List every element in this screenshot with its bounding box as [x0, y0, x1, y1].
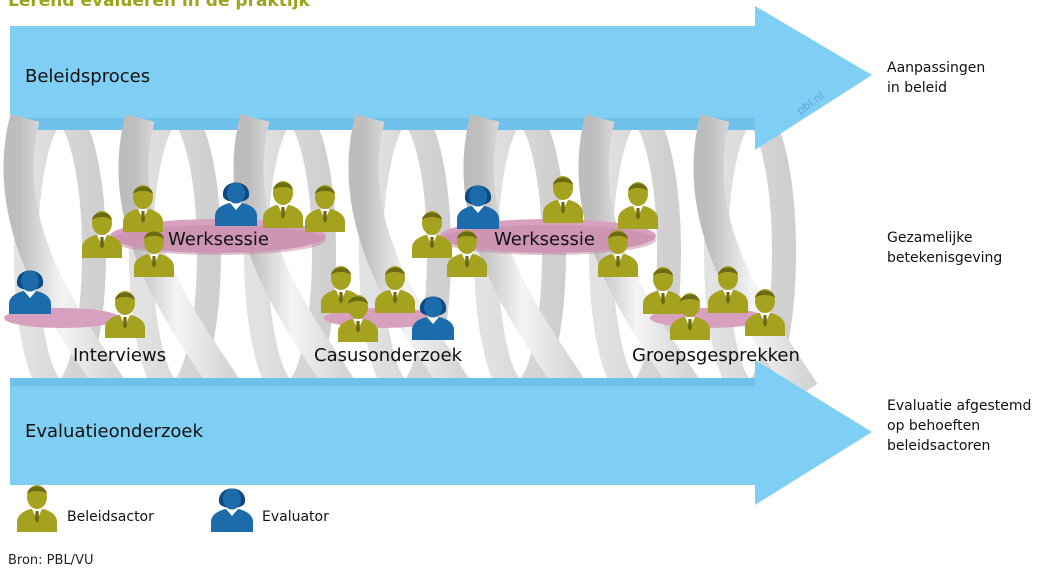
beleidsproces-arrow [10, 6, 872, 150]
interviews-label: Interviews [73, 345, 167, 366]
groepsgesprekken-label: Groepsgesprekken [632, 345, 800, 366]
spiral-coil-front-5 [463, 114, 588, 401]
side-label-bottom-line-1: Evaluatie afgestemd [887, 398, 1032, 414]
werksessie-label-1: Werksessie [168, 229, 269, 250]
side-label-bottom-line-2: op behoeften [887, 418, 981, 434]
beleidsproces-label: Beleidsproces [25, 66, 151, 87]
legend-evaluator-label: Evaluator [262, 509, 329, 525]
legend-beleidsactor-icon [17, 485, 57, 532]
legend-evaluator-icon [211, 488, 253, 532]
spiral-coil-front-3 [233, 114, 358, 401]
side-label-top-line-1: Aanpassingen [887, 60, 986, 76]
evaluatieonderzoek-arrow [10, 360, 872, 505]
side-label-bottom: Evaluatie afgestemd op behoeften beleids… [887, 396, 1031, 456]
side-label-top: Aanpassingen in beleid [887, 58, 985, 98]
source-note: Bron: PBL/VU [8, 553, 94, 568]
side-label-top-line-2: in beleid [887, 80, 947, 96]
side-label-middle-line-2: betekenisgeving [887, 250, 1003, 266]
side-label-middle-line-1: Gezamelijke [887, 230, 973, 246]
werksessie-label-2: Werksessie [494, 229, 595, 250]
evaluatieonderzoek-label: Evaluatieonderzoek [25, 421, 203, 442]
beleidsactor-person-icon-17 [618, 182, 658, 229]
side-label-middle: Gezamelijke betekenisgeving [887, 228, 1002, 268]
casusonderzoek-label: Casusonderzoek [314, 345, 463, 366]
diagram-title: Lerend evalueren in de praktijk [8, 0, 310, 11]
side-label-bottom-line-3: beleidsactoren [887, 438, 991, 454]
spiral-coil-front-1 [3, 114, 128, 401]
legend-beleidsactor-label: Beleidsactor [67, 509, 154, 525]
